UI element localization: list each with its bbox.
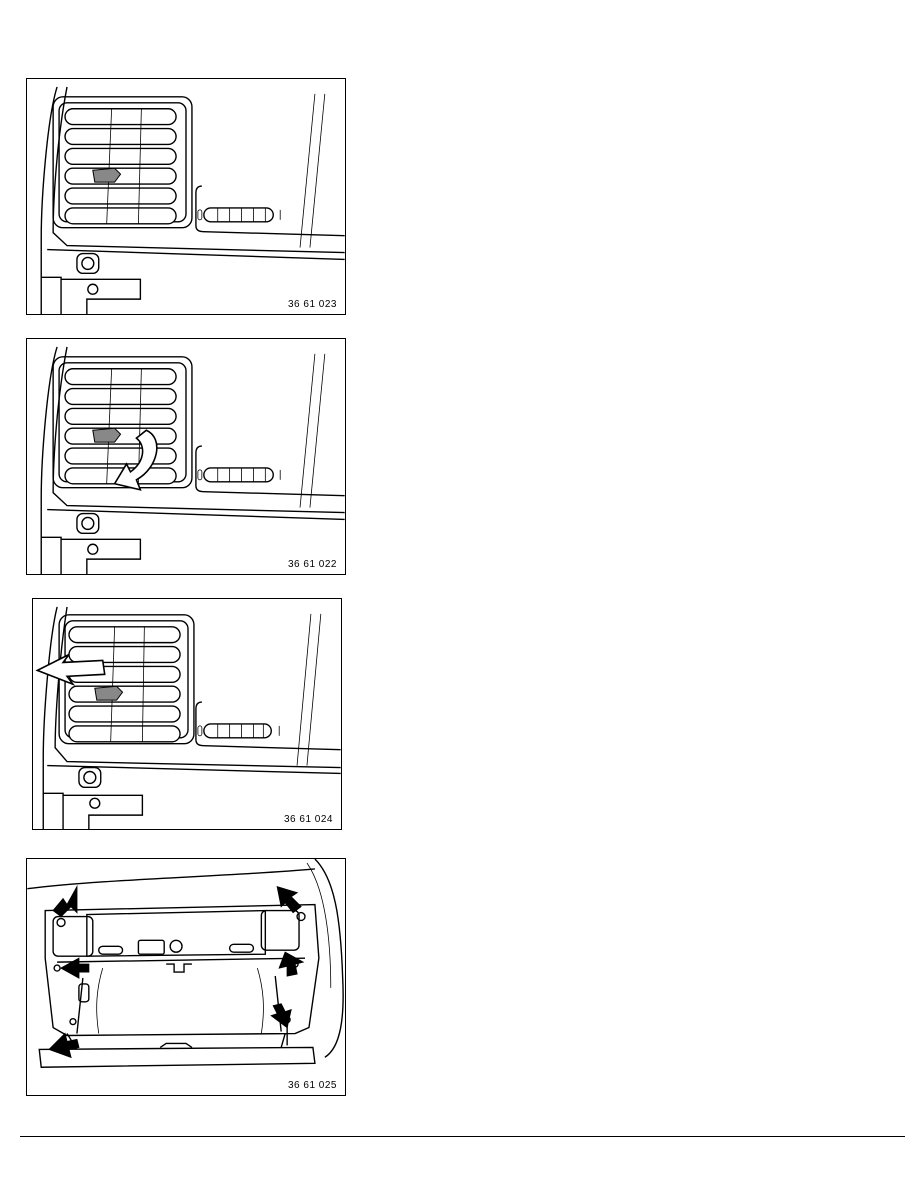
illustration-vent-2: 36 61 022 <box>26 338 346 575</box>
center-vent <box>195 185 345 237</box>
lower-panel <box>41 252 142 314</box>
center-vent <box>195 701 341 751</box>
footer-divider <box>20 1136 905 1137</box>
air-vent-left <box>58 614 195 745</box>
figure-code: 36 61 025 <box>288 1080 337 1091</box>
glovebox-drawing <box>27 859 344 1068</box>
air-vent-left <box>52 96 193 229</box>
illustration-glovebox: 36 61 025 <box>26 858 346 1096</box>
vent-drawing <box>40 86 345 314</box>
arrow-left-icon <box>35 653 106 687</box>
dashboard-outline <box>40 346 345 574</box>
vent-drawing <box>40 346 345 574</box>
black-arrow-icon <box>48 884 305 1059</box>
illustration-vent-1: 36 61 023 <box>26 78 346 315</box>
figure-code: 36 61 024 <box>284 814 333 825</box>
figure-code: 36 61 022 <box>288 559 337 570</box>
center-vent <box>195 445 345 497</box>
figure-code: 36 61 023 <box>288 299 337 310</box>
dashboard-outline <box>27 859 344 1058</box>
dashboard-outline <box>42 606 341 829</box>
vent-drawing <box>35 606 341 829</box>
illustration-vent-3: 36 61 024 <box>32 598 342 830</box>
air-vent-left <box>52 356 193 489</box>
dashboard-outline <box>40 86 345 314</box>
curved-arrow-icon <box>113 429 158 491</box>
lower-panel <box>41 512 142 574</box>
lower-panel <box>43 766 144 829</box>
